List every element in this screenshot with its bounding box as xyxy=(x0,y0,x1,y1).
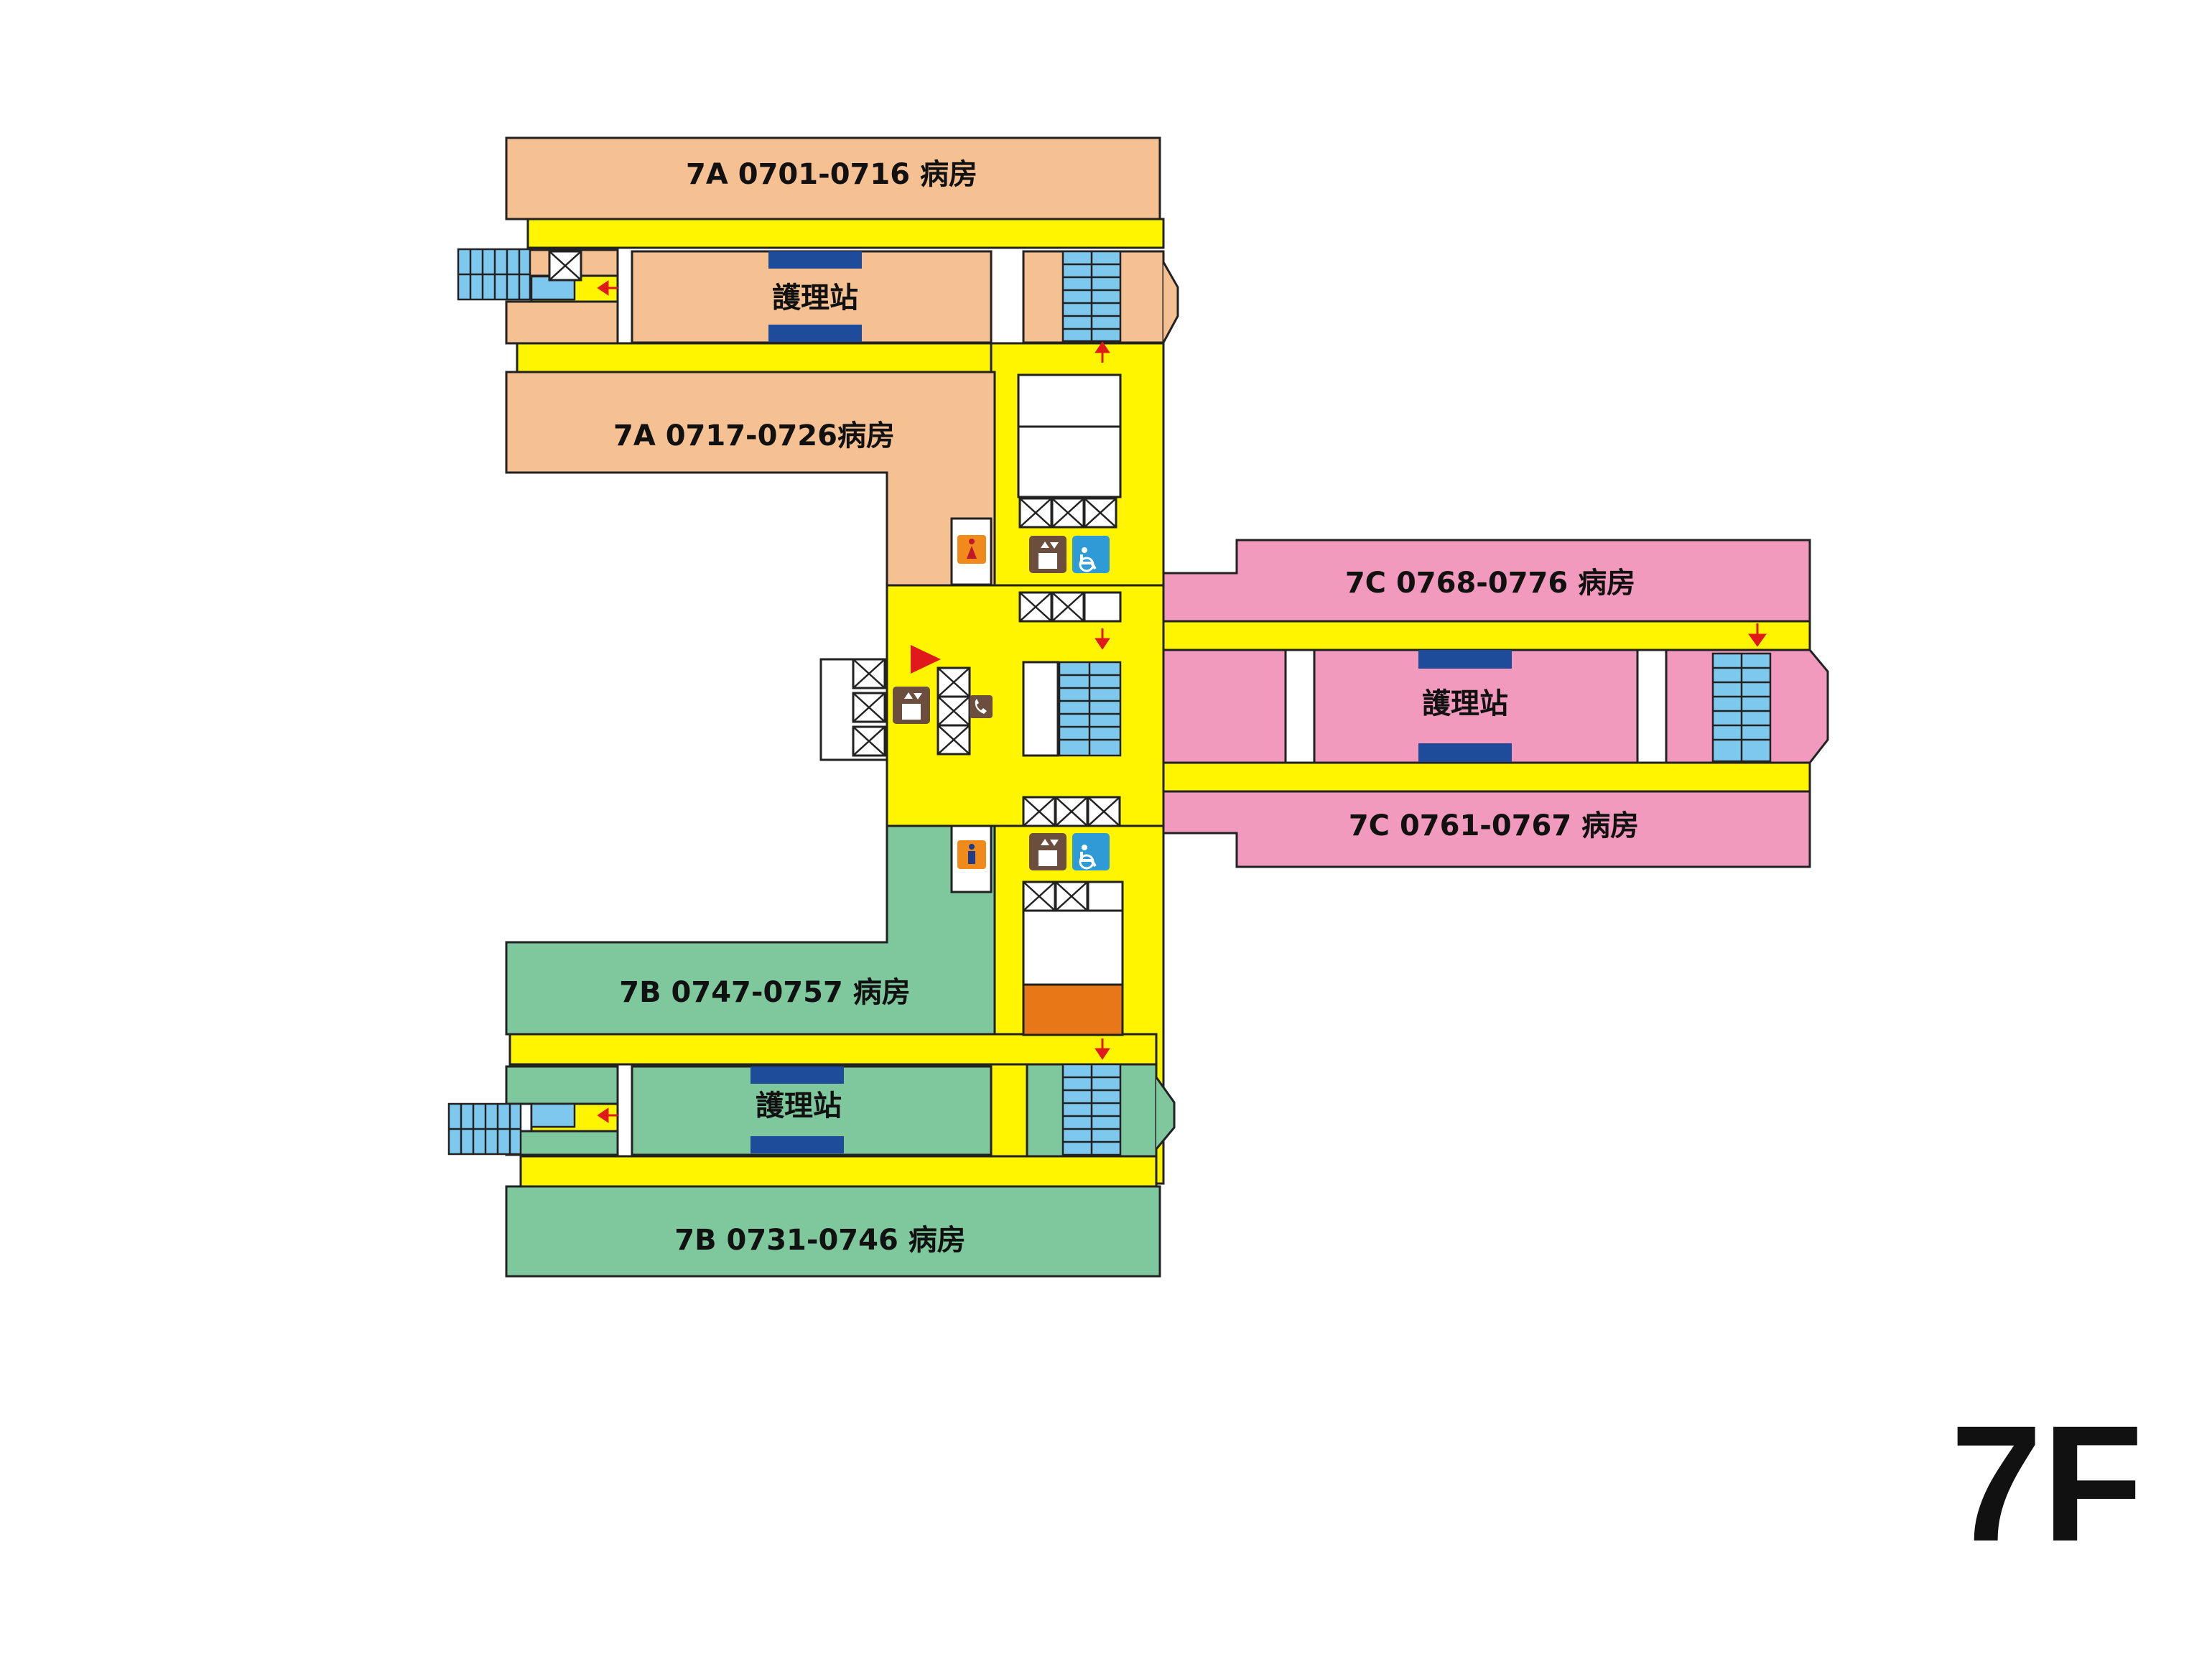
stairwell-7b-right-bay xyxy=(1155,1077,1176,1150)
room-label-7c-bottom: 7C 0761-0767 病房 xyxy=(1349,809,1639,842)
elevator-icon xyxy=(1029,536,1066,573)
corridor-7c-bottom xyxy=(1162,761,1811,793)
shafts xyxy=(852,497,1124,912)
female-toilet-icon xyxy=(957,535,986,564)
wing-7c-top-block xyxy=(1162,539,1811,623)
wing-7c xyxy=(1162,539,1829,868)
nurse-station-label-7b: 護理站 xyxy=(756,1089,842,1123)
corridor-7b-bottom xyxy=(519,1155,1158,1188)
elevator-lobby-room-a xyxy=(1017,373,1122,428)
wing-7a-mid-block xyxy=(505,371,996,587)
room-label-7a-mid: 7A 0717-0726病房 xyxy=(613,419,895,452)
service-room-orange xyxy=(1022,983,1124,1036)
elevator-lobby-room-c xyxy=(1022,661,1059,757)
nurse-station-label-7c: 護理站 xyxy=(1422,687,1508,720)
nurse-station-label-7a: 護理站 xyxy=(772,282,858,315)
floor-label: 7F xyxy=(1951,1391,2143,1576)
wing-7b-mid-block xyxy=(505,824,996,1036)
room-label-7c-top: 7C 0768-0776 病房 xyxy=(1345,567,1635,600)
room-label-7b-mid: 7B 0747-0757 病房 xyxy=(619,976,910,1009)
wing-7b-bottom-block xyxy=(505,1185,1161,1278)
accessible-elevator-icon xyxy=(1072,833,1110,870)
elevator-icon xyxy=(893,687,930,724)
direction-arrow-icon xyxy=(597,280,1767,1123)
stairs-icon xyxy=(447,248,1772,1156)
nurse-counters xyxy=(750,251,1512,1153)
accessible-elevator-icon xyxy=(1072,536,1110,573)
wing-7b xyxy=(505,824,1176,1278)
you-are-here-marker xyxy=(911,645,941,674)
service-room-lower xyxy=(1022,909,1124,986)
corridor-7b-top xyxy=(508,1033,1158,1066)
wing-7b-stair-room-bottom xyxy=(505,1130,619,1156)
elevator-icon xyxy=(1029,833,1066,870)
stairwell-7a-right-bay xyxy=(1162,261,1179,343)
wing-7c-room-left xyxy=(1162,649,1287,764)
wing-7b-stair-room-top xyxy=(505,1065,619,1105)
male-toilet-icon xyxy=(957,840,986,869)
shaft-box xyxy=(548,250,582,282)
wing-7c-bottom-block xyxy=(1162,790,1811,868)
wing-7a-top-block xyxy=(505,136,1161,220)
telephone-icon xyxy=(970,695,993,718)
corridor-7c-top xyxy=(1162,620,1811,651)
corridor-7a-top xyxy=(526,218,1165,249)
elevator-lobby-room-b xyxy=(1017,425,1122,498)
room-label-7b-bottom: 7B 0731-0746 病房 xyxy=(674,1224,965,1257)
wing-7a-stair-room-bottom xyxy=(505,300,619,345)
room-label-7a-top: 7A 0701-0716 病房 xyxy=(686,158,977,191)
